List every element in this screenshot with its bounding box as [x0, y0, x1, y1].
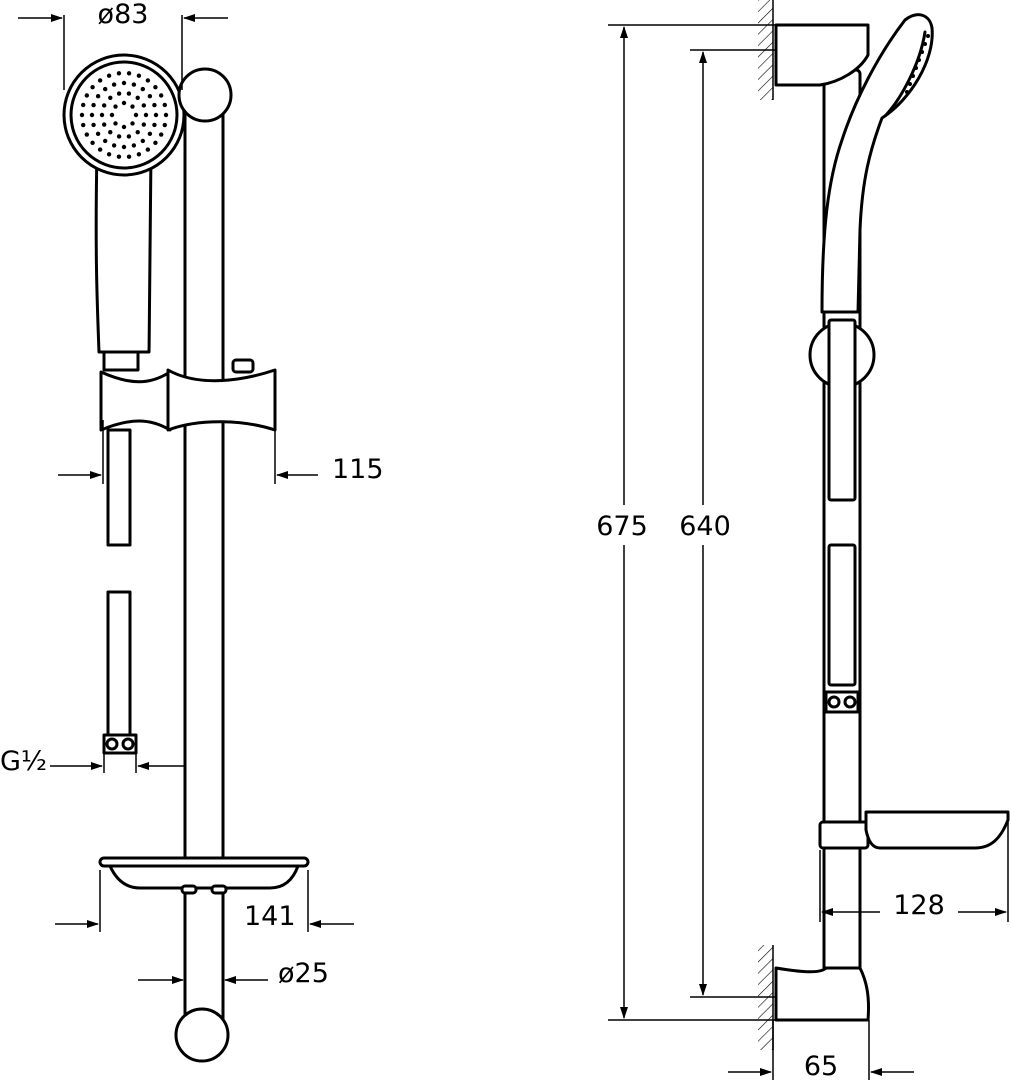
dim-head-diameter: ø83 — [98, 0, 149, 30]
soap-dish-side — [818, 810, 1010, 850]
dim-inlet-thread: G½ — [0, 746, 47, 777]
soap-dish-side-bowl — [864, 810, 1010, 850]
bottom-bracket-side — [774, 966, 870, 1022]
shower-head-rim — [69, 60, 179, 170]
hand-shower-front — [62, 53, 186, 372]
rail-top-bracket — [177, 67, 233, 123]
top-bracket-side — [774, 23, 870, 87]
slider-release-button — [231, 358, 255, 374]
side-view: 675 640 128 65 — [596, 0, 1010, 1082]
dim-clamp-offset: 115 — [332, 454, 384, 485]
hose-nut-side — [824, 690, 860, 714]
soap-dish-bowl — [108, 864, 300, 890]
dim-fixing-centres: 640 — [679, 511, 731, 542]
hose-connector — [102, 350, 140, 372]
shower-side-nozzles — [905, 34, 930, 94]
dim-rail-diameter: ø25 — [278, 958, 329, 989]
dim-dish-projection: 128 — [893, 890, 945, 921]
hose-upper — [106, 428, 132, 547]
hand-shower-handle — [94, 148, 153, 354]
dim-wall-projection: 65 — [804, 1051, 838, 1082]
rail-bottom-bracket — [174, 1007, 230, 1063]
soap-dish-front — [98, 856, 310, 895]
hose-lower — [106, 590, 132, 737]
front-view: ø83 115 G½ 141 ø25 — [0, 0, 384, 1063]
hose-nut — [102, 733, 138, 755]
handset-holder — [99, 370, 172, 432]
dim-dish-width: 141 — [244, 901, 296, 932]
dim-overall-height: 675 — [596, 511, 648, 542]
shower-nozzles — [79, 71, 169, 159]
